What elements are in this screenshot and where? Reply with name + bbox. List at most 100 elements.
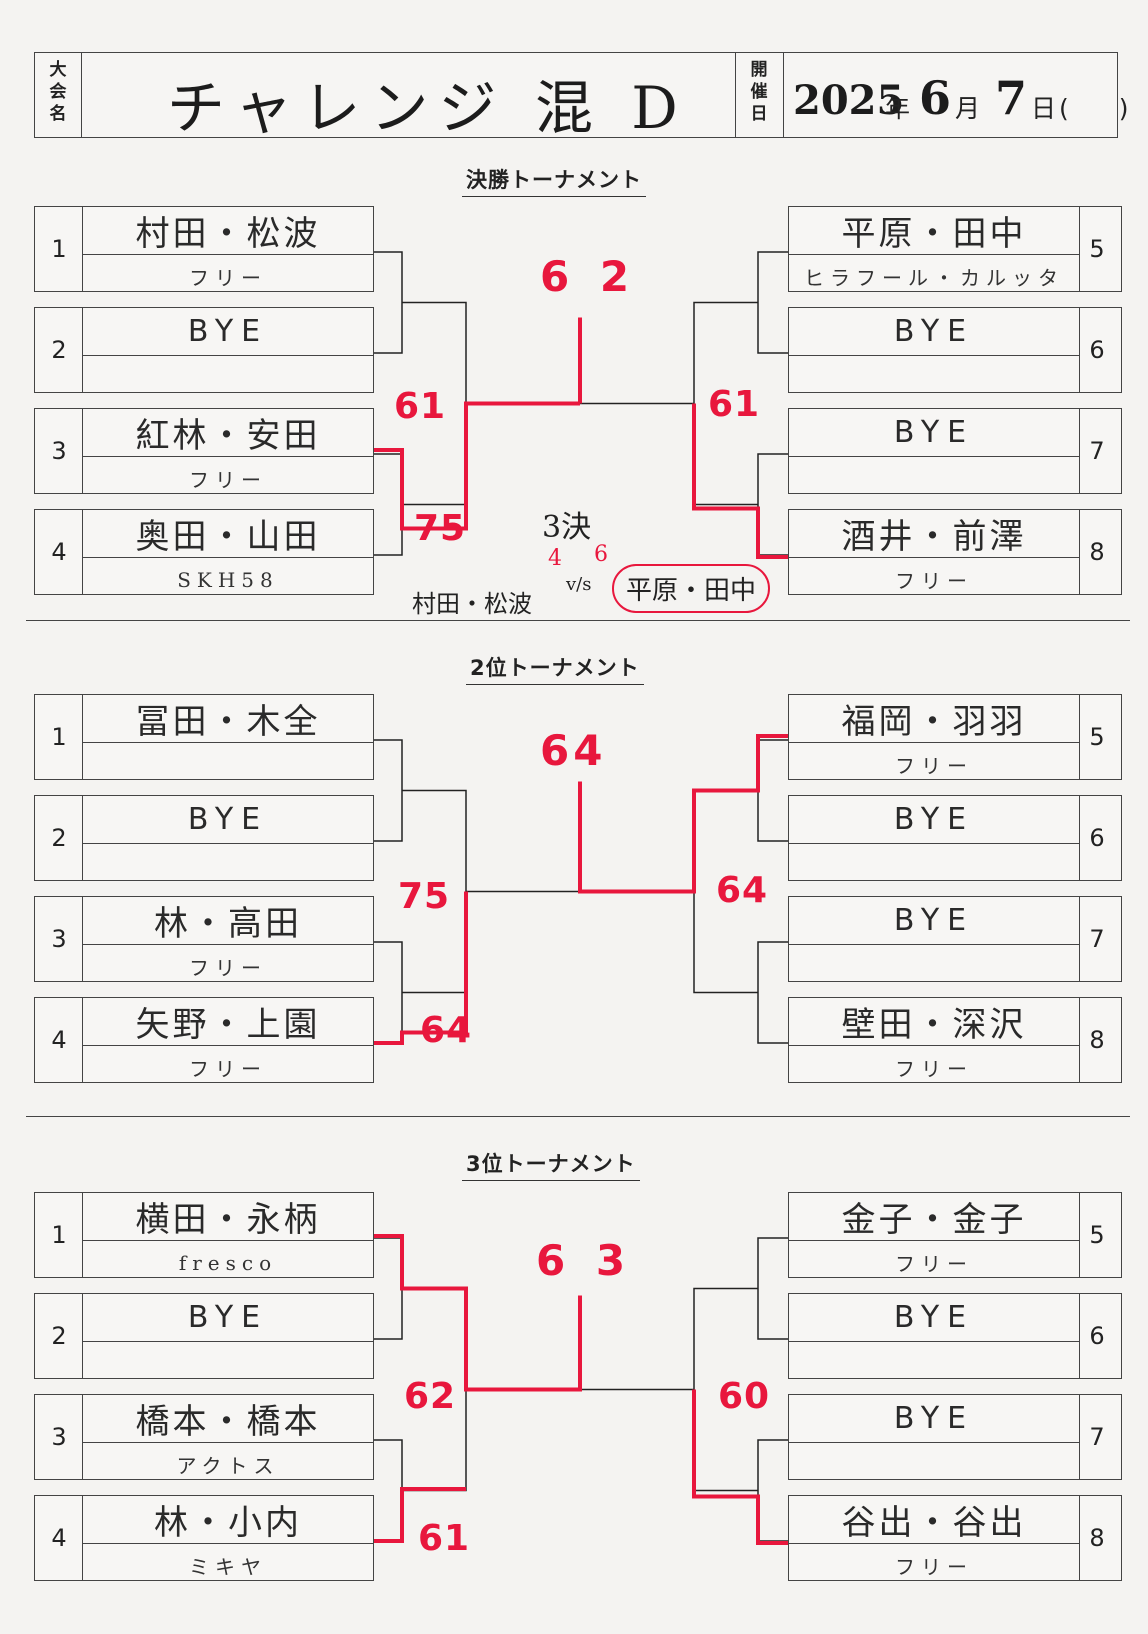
player-entry: BYE [788, 1293, 1080, 1379]
club-name: アクトス [176, 1454, 280, 1479]
pair-name: 紅林・安田 [135, 416, 321, 457]
pair-name: 福岡・羽羽 [841, 702, 1027, 743]
seed-number: 7 [1072, 896, 1122, 982]
seed-number: 2 [34, 795, 84, 881]
entry-divider [789, 843, 1079, 845]
bracket-line [372, 739, 403, 842]
seed-number: 3 [34, 408, 84, 494]
club-name: SKH58 [177, 567, 279, 592]
seed-number: 1 [34, 206, 84, 292]
section-divider [26, 1116, 1130, 1117]
club-name: フリー [895, 1057, 973, 1082]
entry-divider [83, 254, 373, 256]
club-name [789, 1446, 1079, 1483]
pair-name: 奥田・山田 [135, 517, 321, 558]
winner-path [372, 1234, 582, 1392]
club-name: フリー [895, 569, 973, 594]
entry-divider [789, 1442, 1079, 1444]
event-label-cell: 大会名 [35, 53, 82, 137]
entry-divider [789, 1543, 1079, 1545]
left-quarter-score: 61 [418, 1518, 471, 1559]
left-semi-score: 61 [394, 386, 447, 427]
third-place-score-left: 4 [548, 546, 562, 571]
entry-divider [789, 557, 1079, 559]
pair-name: 壁田・深沢 [841, 1005, 1027, 1046]
winner-path [692, 403, 788, 559]
pair-name: BYE [187, 802, 269, 838]
player-entry: BYE [788, 896, 1080, 982]
pair-name: BYE [893, 1300, 975, 1336]
bracket-line [372, 941, 403, 1044]
bracket-line [757, 941, 788, 1044]
entry-divider [83, 843, 373, 845]
date-day-unit: 日 [1031, 94, 1057, 123]
pair-name: BYE [187, 314, 269, 350]
player-entry: 平原・田中ヒラフール・カルッタ [788, 206, 1080, 292]
third-place-label: 3決 [542, 510, 592, 545]
entry-divider [789, 1341, 1079, 1343]
seed-number: 4 [34, 1495, 84, 1581]
entry-divider [789, 254, 1079, 256]
club-name: フリー [895, 754, 973, 779]
bracket-line [757, 1439, 788, 1542]
entry-divider [789, 456, 1079, 458]
club-name [83, 1345, 373, 1382]
header-box: 大会名 チャレンジ 混 D 開催日 2025 年 6 月 7 日 ( ) [34, 52, 1129, 142]
entry-divider [789, 1240, 1079, 1242]
entry-divider [789, 1045, 1079, 1047]
player-entry: BYE [788, 795, 1080, 881]
pair-name: 酒井・前澤 [841, 517, 1027, 558]
seed-number: 3 [34, 1394, 84, 1480]
left-semi-score: 75 [398, 876, 451, 917]
bracket-line [372, 251, 403, 354]
section-title-final: 決勝トーナメント [462, 164, 646, 197]
player-entry: 紅林・安田フリー [82, 408, 374, 494]
player-entry: BYE [788, 1394, 1080, 1480]
club-name: フリー [895, 1252, 973, 1277]
entry-divider [83, 557, 373, 559]
player-entry: 横田・永柄 fresco [82, 1192, 374, 1278]
pair-name: 谷出・谷出 [841, 1503, 1027, 1544]
club-name [789, 359, 1079, 396]
pair-name: 平原・田中 [841, 214, 1027, 255]
seed-number: 5 [1072, 694, 1122, 780]
club-name [83, 847, 373, 884]
pair-name: BYE [893, 1401, 975, 1437]
right-semi-score: 64 [716, 870, 769, 911]
third-place-winner: 平原・田中 [612, 564, 771, 613]
entry-divider [789, 944, 1079, 946]
club-name: フリー [895, 1555, 973, 1580]
third-place-vs: v/s [566, 574, 592, 595]
player-entry: 壁田・深沢フリー [788, 997, 1080, 1083]
player-entry: BYE [788, 408, 1080, 494]
entry-divider [83, 355, 373, 357]
pair-name: 林・小内 [154, 1503, 302, 1544]
club-name: フリー [189, 468, 267, 493]
right-semi-score: 60 [718, 1376, 771, 1417]
club-name: fresco [178, 1250, 278, 1275]
player-entry: BYE [788, 307, 1080, 393]
bracket-line [757, 739, 788, 842]
seed-number: 8 [1072, 997, 1122, 1083]
player-entry: 橋本・橋本アクトス [82, 1394, 374, 1480]
date-label-cell: 開催日 [735, 53, 784, 137]
entry-divider [789, 742, 1079, 744]
event-name: チャレンジ 混 D [167, 74, 688, 142]
entry-divider [83, 1442, 373, 1444]
event-label: 大会名 [49, 60, 67, 124]
seed-number: 5 [1072, 1192, 1122, 1278]
club-name [789, 1345, 1079, 1382]
pair-name: 橋本・橋本 [135, 1402, 321, 1443]
seed-number: 6 [1072, 1293, 1122, 1379]
seed-number: 3 [34, 896, 84, 982]
club-name [83, 746, 373, 783]
winner-path [372, 891, 468, 1045]
pair-name: 横田・永柄 [135, 1200, 321, 1241]
winner-path [372, 401, 580, 531]
winner-path [578, 734, 788, 894]
seed-number: 6 [1072, 795, 1122, 881]
bracket-line [372, 1439, 403, 1542]
date-year: 2025 [793, 77, 905, 124]
